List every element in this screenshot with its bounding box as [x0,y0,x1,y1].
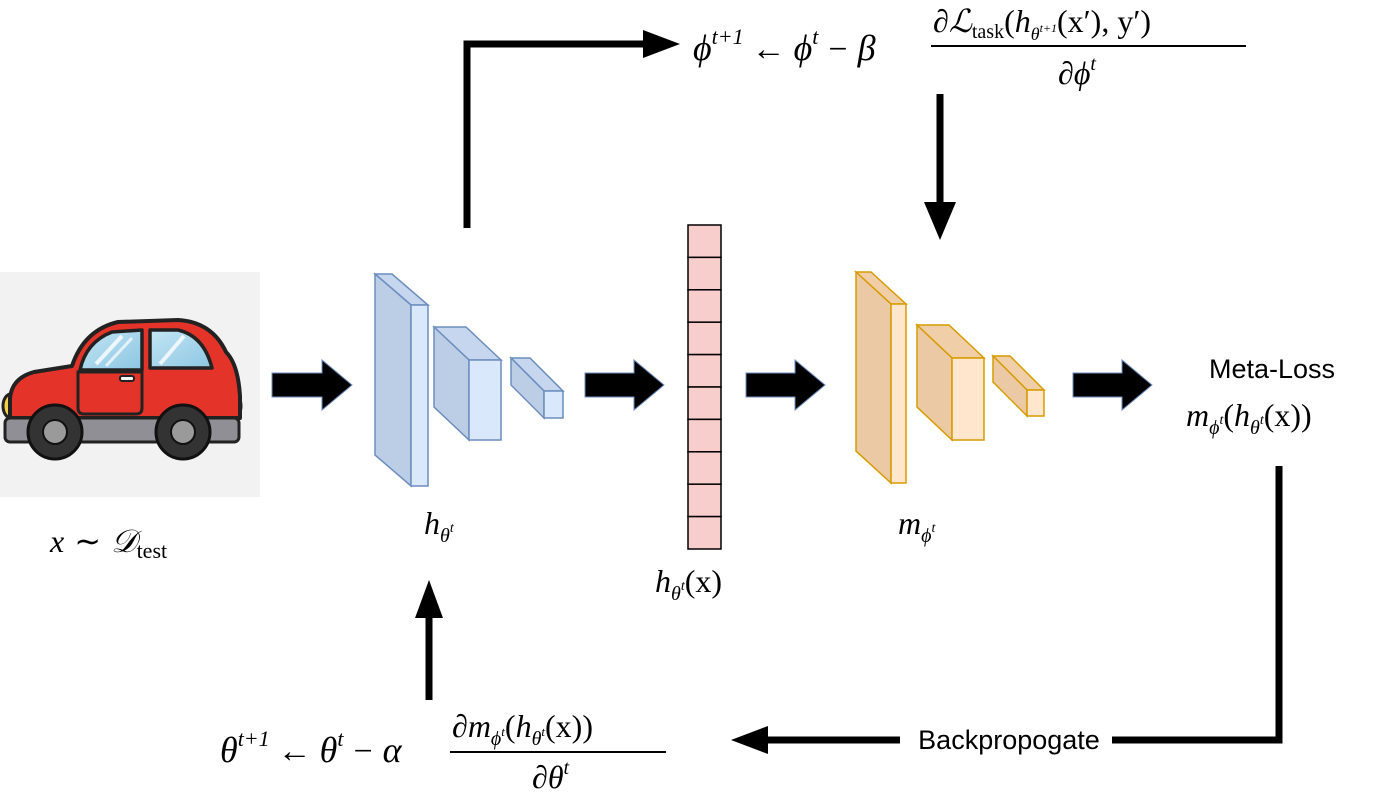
encoder-label: hθt [424,505,455,547]
embedding-cell [687,418,722,453]
metaloss-title: Meta-Loss [1209,354,1335,384]
embedding-cell [687,353,722,388]
arrow-metanet-to-output [1072,358,1153,412]
theta-update-equation: θt+1←θt−α ∂mϕt(hθt(x)) ∂θt [220,708,666,795]
phi-update-path [463,30,956,240]
embedding-cell [687,451,722,485]
backprop-label: Backpropogate [918,725,1100,755]
svg-text:ϕt+1←ϕt−β: ϕt+1←ϕt−β [693,24,876,68]
encoder-layer-2 [432,325,503,442]
input-label: x∼𝒟test [49,523,167,563]
arrow-embedding-to-metanet [745,358,826,412]
svg-text:∂ϕt: ∂ϕt [1058,53,1096,91]
metaloss-layer-1 [854,270,908,485]
car-image [0,272,260,497]
embedding-label: hθt(x) [655,563,722,605]
backprop-path [415,466,1283,754]
car-wheel-rear [26,403,84,461]
svg-text:θt+1←θt−α: θt+1←θt−α [220,726,403,770]
embedding-cell [687,515,722,550]
svg-text:∂mϕt(hθt(x)): ∂mϕt(hθt(x)) [452,708,593,750]
svg-text:∂ℒtask(hθt+1(x′), y′): ∂ℒtask(hθt+1(x′), y′) [933,3,1151,44]
metaloss-layer-2 [915,323,986,442]
metaloss-expression: mϕt(hθt(x)) [1186,397,1312,439]
arrow-car-to-encoder [271,358,353,412]
encoder-network [372,272,565,488]
embedding-cell [687,321,722,356]
metaloss-net-label: mϕt [898,505,936,547]
embedding-cell [687,483,722,518]
phi-update-equation: ϕt+1←ϕt−β ∂ℒtask(hθt+1(x′), y′) ∂ϕt [693,3,1246,91]
car-door [76,370,144,416]
embedding-cell [687,256,722,291]
embedding-cell [687,289,722,323]
embedding-cell [687,224,722,259]
arrow-encoder-to-embedding [584,358,665,412]
svg-text:∂θt: ∂θt [532,757,570,795]
encoder-layer-1 [372,272,431,488]
embedding-vector [687,224,722,550]
flow-arrows [271,358,1153,412]
embedding-cell [687,386,722,421]
metaloss-network [854,270,1046,485]
car-wheel-front [154,403,212,461]
metaloss-layer-3 [991,354,1046,418]
encoder-layer-3 [509,356,565,420]
